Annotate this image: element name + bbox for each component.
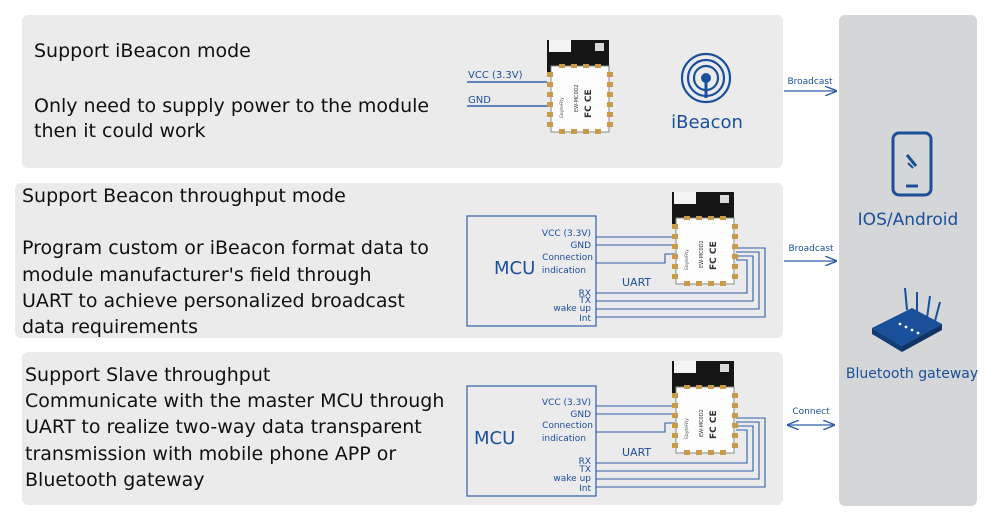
- section2-desc-line1: Program custom or iBeacon format data to: [22, 237, 429, 259]
- module-chip-3: EW-MC0D2 FC CE EbyteFity: [671, 360, 739, 456]
- section1-desc-line2: then it could work: [34, 120, 206, 142]
- s1-pin-vcc: VCC (3.3V): [468, 70, 523, 81]
- section3-desc-line4: Bluetooth gateway: [25, 469, 205, 491]
- section1-wiring: VCC (3.3V) GND: [467, 70, 547, 107]
- svg-text:EbyteFity: EbyteFity: [684, 418, 690, 439]
- section2-desc-line2: module manufacturer's field through: [22, 264, 372, 286]
- svg-text:EW-MC0D2: EW-MC0D2: [699, 409, 705, 437]
- section3-desc-line2: UART to realize two-way data transparent: [25, 416, 422, 438]
- svg-text:EbyteFity: EbyteFity: [684, 249, 690, 270]
- mcu-label-3: MCU: [474, 428, 515, 449]
- phone-label: IOS/Android: [858, 210, 959, 230]
- s2-pin-rx: RX: [579, 289, 591, 299]
- section2-pin-labels: VCC (3.3V) GND Connection indication RX …: [542, 229, 593, 324]
- s3-pin-wake: wake up: [553, 474, 591, 484]
- s3-pin-gnd: GND: [570, 410, 591, 420]
- s3-pin-conn: Connection: [542, 421, 593, 431]
- s2-uart-label: UART: [622, 276, 651, 289]
- router-icon: [872, 287, 942, 352]
- mcu-box-3: [466, 385, 597, 497]
- gateway-label: Bluetooth gateway: [846, 366, 978, 382]
- section1-title: Support iBeacon mode: [34, 40, 251, 62]
- module-chip-2: EW-MC0D2 FC CE EbyteFity: [671, 191, 739, 287]
- module1-brand: EbyteFity: [559, 97, 565, 118]
- section3-pin-labels: VCC (3.3V) GND Connection indication RX …: [542, 398, 593, 494]
- link2-label: Broadcast: [788, 244, 834, 254]
- section1-desc-line1: Only need to supply power to the module: [34, 95, 430, 117]
- mcu-label-2: MCU: [494, 258, 535, 279]
- s2-pin-gnd: GND: [570, 241, 591, 251]
- s3-pin-int: Int: [579, 484, 591, 494]
- side-panel-clients: [839, 15, 977, 506]
- section2-title: Support Beacon throughput mode: [22, 185, 346, 207]
- s2-pin-vcc: VCC (3.3V): [542, 229, 591, 239]
- section3-wires: [596, 405, 766, 488]
- module1-marks: FC CE: [584, 89, 594, 118]
- link3-label: Connect: [792, 407, 830, 417]
- section2-wires: [596, 236, 766, 318]
- s3-pin-vcc: VCC (3.3V): [542, 398, 591, 408]
- mcu-box-2: [466, 215, 597, 327]
- s2-pin-int: Int: [579, 314, 591, 324]
- svg-text:FC CE: FC CE: [709, 410, 719, 439]
- panel-ibeacon: [22, 15, 783, 168]
- s3-uart-label: UART: [622, 446, 651, 459]
- svg-text:FC CE: FC CE: [709, 241, 719, 270]
- section2-desc-line4: data requirements: [22, 316, 198, 338]
- module-chip-1: EW-MC0D2 FC CE EbyteFity: [546, 39, 614, 135]
- phone-icon: [891, 131, 933, 197]
- s3-pin-ind: indication: [542, 434, 586, 444]
- ibeacon-icon: [680, 52, 732, 104]
- s2-pin-tx: TX: [578, 296, 591, 306]
- section3-desc-line1: Communicate with the master MCU through: [25, 390, 445, 412]
- s3-pin-tx: TX: [578, 465, 591, 475]
- s2-pin-ind: indication: [542, 266, 586, 276]
- module1-model: EW-MC0D2: [574, 84, 580, 112]
- s1-pin-gnd: GND: [468, 95, 491, 106]
- section3-title: Support Slave throughput: [25, 364, 271, 386]
- s3-pin-rx: RX: [579, 457, 591, 467]
- s2-pin-conn: Connection: [542, 253, 593, 263]
- link1-label: Broadcast: [787, 77, 833, 87]
- panel-beacon-throughput: [15, 183, 783, 338]
- section2-desc-line3: UART to achieve personalized broadcast: [22, 290, 405, 312]
- s2-pin-wake: wake up: [553, 304, 591, 314]
- section3-desc-line3: transmission with mobile phone APP or: [25, 443, 397, 465]
- ibeacon-label: iBeacon: [671, 112, 743, 133]
- svg-text:EW-MC0D2: EW-MC0D2: [699, 240, 705, 268]
